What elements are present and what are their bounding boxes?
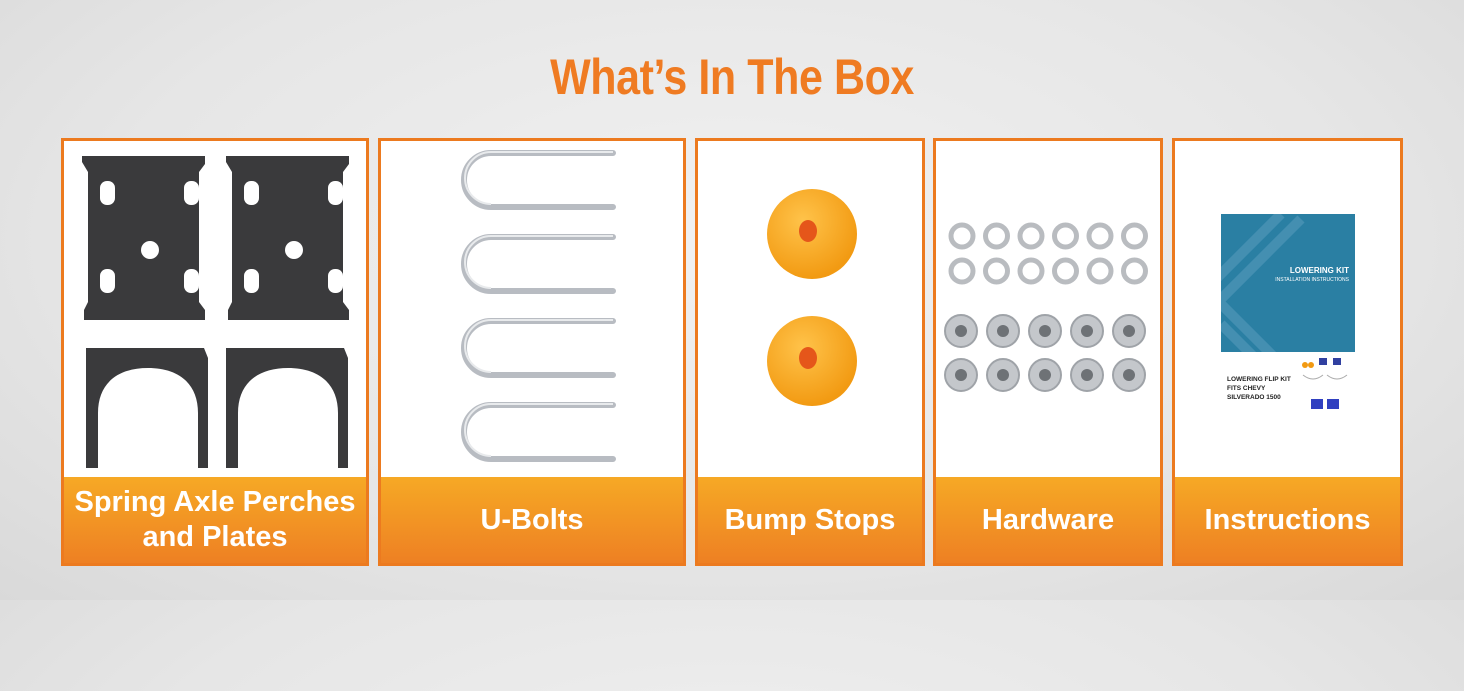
washer bbox=[1017, 257, 1045, 285]
kit-thumbnail bbox=[1302, 358, 1348, 409]
item-card-hardware: Hardware bbox=[933, 138, 1163, 566]
washer bbox=[1086, 257, 1114, 285]
page-title: What’s In The Box bbox=[550, 49, 914, 105]
item-label: Bump Stops bbox=[698, 477, 922, 563]
instructions-image: LOWERING KIT INSTALLATION INSTRUCTIONS L… bbox=[1175, 141, 1400, 477]
item-label: Spring Axle Perches and Plates bbox=[64, 477, 366, 563]
washer bbox=[983, 257, 1010, 285]
item-label: U-Bolts bbox=[381, 477, 683, 563]
booklet-heading: LOWERING KIT bbox=[1289, 266, 1349, 275]
bump-stops-image bbox=[698, 141, 922, 477]
u-bolts-image bbox=[381, 141, 683, 477]
item-card-u-bolts: U-Bolts bbox=[378, 138, 686, 566]
item-card-perches: Spring Axle Perches and Plates bbox=[61, 138, 369, 566]
washer bbox=[1052, 257, 1079, 285]
item-label: Instructions bbox=[1175, 477, 1400, 563]
booklet-caption: LOWERING FLIP KIT FITS CHEVY SILVERADO 1… bbox=[1227, 376, 1291, 401]
washer bbox=[1052, 222, 1079, 250]
washer bbox=[948, 222, 976, 250]
booklet-subheading: INSTALLATION INSTRUCTIONS bbox=[1275, 277, 1349, 283]
perches-plates-image bbox=[64, 141, 366, 477]
washer bbox=[1121, 222, 1148, 250]
washer bbox=[1086, 222, 1114, 250]
washer bbox=[1121, 257, 1148, 285]
hardware-image bbox=[936, 141, 1160, 477]
item-card-instructions: LOWERING KIT INSTALLATION INSTRUCTIONS L… bbox=[1172, 138, 1403, 566]
washer bbox=[1017, 222, 1045, 250]
washer bbox=[948, 257, 976, 285]
item-card-bump-stops: Bump Stops bbox=[695, 138, 925, 566]
item-label: Hardware bbox=[936, 477, 1160, 563]
booklet-cover: LOWERING KIT INSTALLATION INSTRUCTIONS bbox=[1221, 214, 1355, 352]
washer bbox=[983, 222, 1010, 250]
